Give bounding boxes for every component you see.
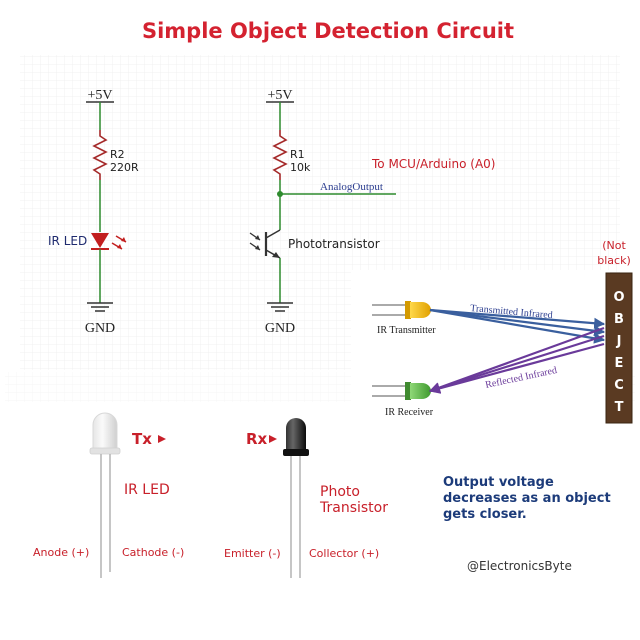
tx-pin-cathode: Cathode (-) (122, 546, 184, 559)
transmitted-ray (429, 308, 606, 337)
r2-ref: R2 (110, 148, 125, 161)
led-circuit: +5V R2 220R IR LED GND (48, 88, 139, 336)
detection-illustration: (Not black) O B J E C T IR Transmitter I… (351, 239, 633, 428)
object-letter: C (614, 378, 624, 393)
object-letter: B (614, 312, 624, 327)
rx-name-line1: Photo (320, 484, 360, 500)
rx-pin-collector: Collector (+) (309, 547, 379, 560)
r1-ref: R1 (290, 148, 305, 161)
output-net-label: AnalogOutput (320, 181, 383, 193)
reflected-ray (428, 342, 605, 394)
note-line1: Output voltage (443, 475, 554, 490)
resistor-r2-symbol (92, 130, 108, 180)
reflected-ray (428, 326, 605, 393)
left-ground-label: GND (85, 321, 115, 336)
tx-arrow-icon (158, 435, 166, 443)
note-line3: gets closer. (443, 507, 527, 522)
note-line2: decreases as an object (443, 491, 611, 506)
led-symbol (91, 233, 109, 248)
output-destination: To MCU/Arduino (A0) (371, 157, 495, 171)
tx-tag: Tx (132, 430, 152, 448)
phototransistor-label: Phototransistor (288, 237, 380, 251)
r2-value: 220R (110, 161, 139, 174)
tx-pin-anode: Anode (+) (33, 546, 89, 559)
output-note: Output voltage decreases as an object ge… (443, 475, 611, 522)
rx-pin-emitter: Emitter (-) (224, 547, 281, 560)
right-ground-label: GND (265, 321, 295, 336)
ir-receiver-led (410, 383, 431, 399)
ir-led-component: Tx IR LED Anode (+) Cathode (-) (33, 412, 184, 578)
transmitted-ray (429, 308, 606, 329)
rx-tag: Rx (246, 430, 268, 448)
diagram-title: Simple Object Detection Circuit (142, 19, 514, 43)
tx-name: IR LED (124, 482, 170, 498)
object-letter: J (616, 334, 622, 349)
object-letter: O (613, 290, 624, 305)
credit-text: @ElectronicsByte (467, 559, 572, 573)
sensor-circuit: +5V R1 10k AnalogOutput To MCU/Arduino (… (249, 88, 495, 336)
reflected-ray (428, 334, 605, 394)
led-label: IR LED (48, 234, 87, 248)
object-block (606, 273, 632, 423)
r1-value: 10k (290, 161, 311, 174)
rx-arrow-icon (269, 435, 277, 443)
phototransistor-component: Rx Photo Transistor Emitter (-) Collecto… (224, 418, 388, 578)
ir-transmitter-led (410, 302, 431, 318)
object-letter: E (615, 356, 624, 371)
receiver-label: IR Receiver (385, 407, 434, 418)
object-letter: T (615, 400, 624, 415)
right-supply-label: +5V (267, 88, 292, 103)
transmitter-label: IR Transmitter (377, 325, 436, 336)
object-note-line2: black) (597, 254, 631, 267)
left-supply-label: +5V (87, 88, 112, 103)
transmitted-ray (429, 308, 606, 344)
resistor-r1-symbol (272, 130, 288, 180)
rx-name-line2: Transistor (319, 500, 388, 516)
object-note-line1: (Not (602, 239, 626, 252)
